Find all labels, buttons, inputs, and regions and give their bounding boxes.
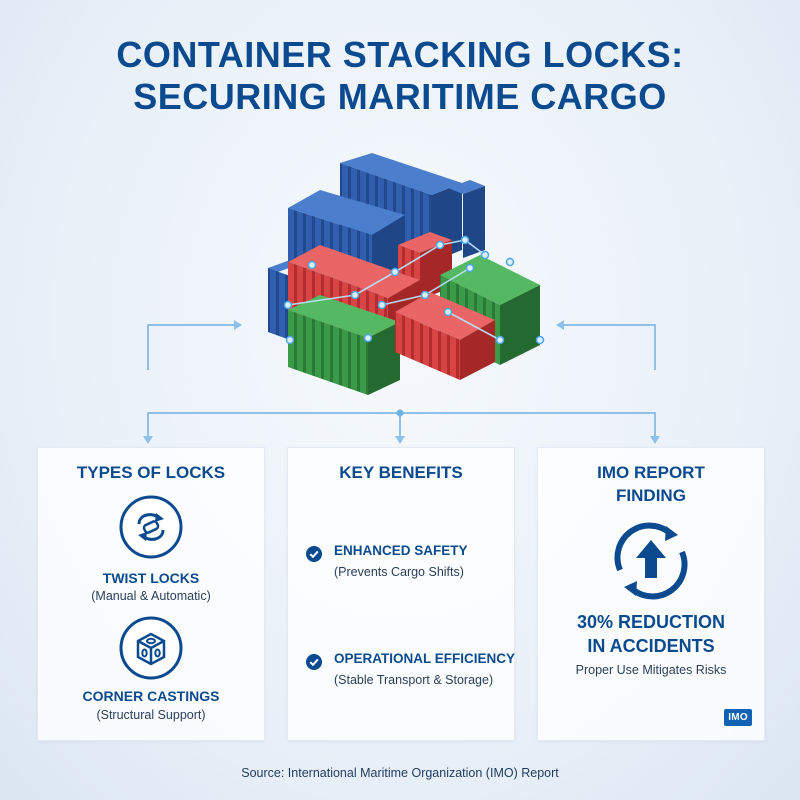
imo-badge: IMO	[724, 709, 752, 726]
benefit-title: OPERATIONAL EFFICIENCY	[334, 651, 516, 666]
connector-left	[147, 324, 238, 370]
twist-locks-title: TWIST LOCKS	[102, 570, 200, 586]
panel-types-of-locks: TYPES OF LOCKS TWIST LOCKS (Manual & Aut…	[37, 447, 265, 741]
imo-stat-line2: IN ACCIDENTS	[587, 636, 715, 656]
connector-branch	[147, 412, 656, 438]
connector-right	[560, 324, 656, 370]
up-arrow-cycle-icon	[614, 522, 688, 600]
arrow-left-icon	[234, 320, 242, 330]
container-green-left	[288, 295, 400, 395]
benefit-subtitle: (Prevents Cargo Shifts)	[334, 565, 464, 579]
arrow-down-left-icon	[143, 436, 153, 444]
panel-title-imo-line2: FINDING	[616, 486, 686, 505]
panel-imo-report: IMO REPORT FINDING 30% REDUCTION IN ACCI…	[537, 447, 765, 741]
twist-lock-icon	[119, 495, 183, 559]
panel-key-benefits: KEY BENEFITS ENHANCED SAFETY (Prevents C…	[287, 447, 515, 741]
imo-stat: 30% REDUCTION IN ACCIDENTS	[538, 610, 764, 658]
title-line-1: CONTAINER STACKING LOCKS:	[116, 34, 684, 75]
arrow-down-right-icon	[650, 436, 660, 444]
imo-subtitle: Proper Use Mitigates Risks	[575, 663, 727, 677]
connector-arrows	[143, 320, 660, 444]
panel-title-imo: IMO REPORT FINDING	[538, 461, 764, 507]
corner-castings-title: CORNER CASTINGS	[82, 688, 220, 704]
arrow-down-center-icon	[395, 436, 405, 444]
benefit-subtitle: (Stable Transport & Storage)	[334, 673, 494, 687]
page-title: CONTAINER STACKING LOCKS: SECURING MARIT…	[0, 34, 800, 118]
title-line-2: SECURING MARITIME CARGO	[133, 76, 667, 117]
containers	[268, 153, 540, 395]
arrow-right-icon	[556, 320, 564, 330]
lock-points	[283, 235, 545, 345]
panel-title-imo-line1: IMO REPORT	[597, 463, 705, 482]
corner-casting-icon	[119, 616, 183, 680]
junction-dot	[396, 409, 404, 417]
imo-stat-line1: 30% REDUCTION	[576, 612, 726, 632]
check-circle-icon	[306, 654, 322, 670]
source-note: Source: International Maritime Organizat…	[241, 766, 559, 780]
twist-locks-subtitle: (Manual & Automatic)	[91, 589, 211, 603]
corner-castings-subtitle: (Structural Support)	[96, 708, 206, 722]
benefit-title: ENHANCED SAFETY	[334, 543, 468, 558]
container-red-front	[395, 292, 495, 380]
panel-title-benefits: KEY BENEFITS	[339, 463, 463, 482]
panel-title-types: TYPES OF LOCKS	[76, 463, 226, 482]
check-circle-icon	[306, 546, 322, 562]
